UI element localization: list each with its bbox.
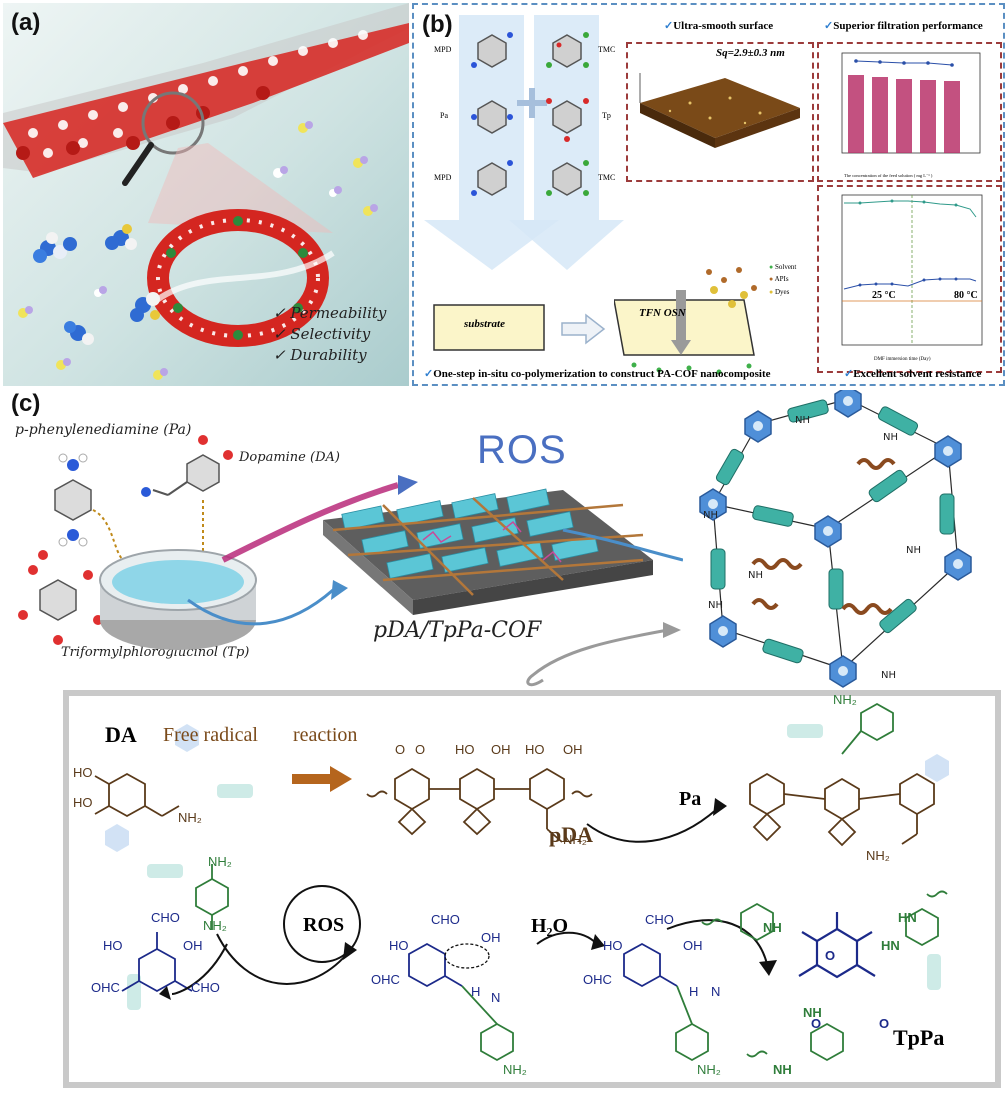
monomer-tp: Tp: [602, 111, 611, 120]
monomer-tmc-2: TMC: [598, 173, 616, 182]
label-pa: p-phenylenediamine (Pa): [15, 422, 192, 438]
afm-box: [626, 42, 814, 182]
legend-dyes: ● Dyes: [769, 288, 790, 296]
bar-xlabel: The concentration of the feed solution (…: [844, 173, 933, 178]
check-icon: ✓: [664, 20, 674, 32]
check-durability: ✓ Durability: [273, 346, 367, 364]
scheme-h2o: H₂O: [531, 915, 569, 937]
panel-a-illustration: [3, 3, 409, 380]
check-icon: ✓: [844, 368, 854, 380]
check-icon: ✓: [273, 304, 286, 322]
mechanism-background: [105, 724, 949, 1010]
legend-apis: ● APIs: [769, 275, 789, 283]
panel-b-label: (b): [422, 11, 453, 38]
check-selectivity: ✓ Selectivity: [273, 325, 371, 343]
scheme-da: DA: [105, 722, 137, 747]
substrate-label: substrate: [464, 318, 505, 330]
pa-molecule: [54, 453, 92, 547]
synthesis-illustration: [18, 435, 683, 650]
monomer-tmc-1: TMC: [598, 45, 616, 54]
bar-1: [872, 77, 888, 153]
mechanism-scheme: [94, 702, 948, 1062]
panel-c-label: (c): [11, 390, 41, 417]
temp-80: 80 °C: [954, 290, 978, 301]
check-icon: ✓: [824, 20, 834, 32]
bar-chart: [841, 52, 981, 154]
da-molecule: [141, 435, 233, 497]
scheme-pda: pDA: [549, 822, 594, 847]
panel-a: (a) ✓ Permeability ✓ Selectivity ✓ Durab…: [3, 3, 409, 386]
bar-3: [920, 80, 936, 153]
scheme-reaction: reaction: [293, 724, 358, 746]
panel-b: (b) MPD Pa MPD TMC Tp TMC substrate: [412, 3, 1005, 386]
afm-surface: [639, 73, 800, 148]
panel-c: (c) p-phenylenediamine (Pa) Dopamine (DA…: [3, 390, 1005, 1092]
solvent-molecules: [18, 121, 378, 380]
ros-label: ROS: [477, 428, 567, 472]
scheme-ros: ROS: [303, 914, 345, 936]
magnifier-icon: [122, 91, 205, 186]
cof-network: [699, 390, 972, 688]
legend-solvent: ● Solvent: [769, 263, 797, 271]
check-icon: ✓: [273, 325, 286, 343]
feature-ultra-smooth: ✓Ultra-smooth surface: [664, 20, 774, 32]
monomer-mpd-1: MPD: [434, 45, 452, 54]
panel-b-synthesis-scheme: [424, 15, 624, 351]
panel-a-checklist: ✓ Permeability ✓ Selectivity ✓ Durabilit…: [273, 303, 386, 366]
tp-molecule: [18, 550, 103, 645]
tfn-membrane: [614, 267, 757, 375]
check-icon: ✓: [273, 346, 286, 364]
bar-chart-box: [817, 42, 1002, 182]
bar-0: [848, 75, 864, 153]
afm-sq-label: Sq=2.9±0.3 nm: [716, 47, 785, 59]
line-chart: [841, 194, 983, 346]
feature-solvent-resistance: ✓Excellent solvent resistance: [844, 368, 982, 380]
tfn-label: TFN OSN: [639, 307, 686, 319]
scheme-pa: Pa: [679, 788, 702, 810]
label-da: Dopamine (DA): [239, 450, 340, 465]
label-tp: Triformylphloroglucinol (Tp): [61, 645, 250, 660]
scheme-tppa: TpPa: [893, 1025, 945, 1050]
check-permeability: ✓ Permeability: [273, 304, 387, 322]
line-chart-box: [817, 185, 1002, 373]
monomer-mpd-2: MPD: [434, 173, 452, 182]
feature-one-step: ✓One-step in-situ co-polymerization to c…: [424, 368, 771, 380]
composite-label: pDA/TpPa-COF: [373, 618, 542, 643]
line-xlabel: DMF immersion time (Day): [874, 357, 931, 362]
solute-molecules: [33, 224, 160, 345]
bar-4: [944, 81, 960, 153]
feature-filtration: ✓Superior filtration performance: [824, 20, 983, 32]
panel-a-label: (a): [11, 9, 41, 36]
scheme-free-radical: Free radical: [163, 724, 258, 746]
bar-2: [896, 79, 912, 153]
monomer-pa: Pa: [440, 111, 448, 120]
check-icon: ✓: [424, 368, 434, 380]
mechanism-frame: [63, 690, 1001, 1088]
cof-pore-ring: [147, 209, 335, 347]
swirl-arrow-icon: [526, 622, 681, 687]
temp-25: 25 °C: [872, 290, 896, 301]
